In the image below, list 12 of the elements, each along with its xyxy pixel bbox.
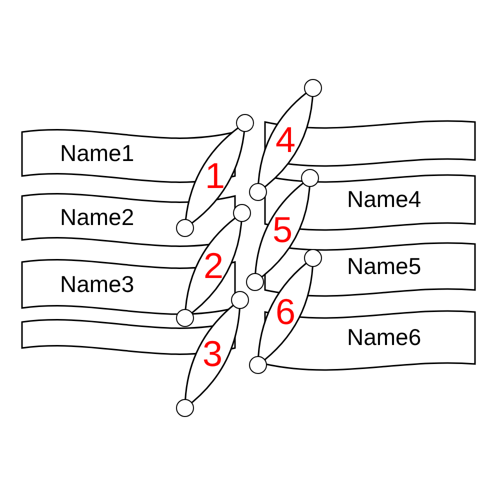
leaf-number: 2	[204, 244, 224, 286]
ribbon-label: Name5	[347, 253, 422, 280]
leaf-number: 6	[276, 290, 296, 332]
ribbon-label: Name2	[60, 204, 134, 231]
leaf-number: 5	[272, 209, 293, 251]
ribbon-label: Name6	[347, 324, 422, 351]
ribbon-label: Name3	[60, 271, 134, 298]
leaf-number: 4	[276, 119, 296, 161]
ribbon-label: Name4	[347, 186, 422, 213]
leaf-number: 1	[205, 154, 226, 196]
leaf-number: 3	[202, 333, 223, 375]
ribbon-label: Name1	[60, 140, 134, 167]
